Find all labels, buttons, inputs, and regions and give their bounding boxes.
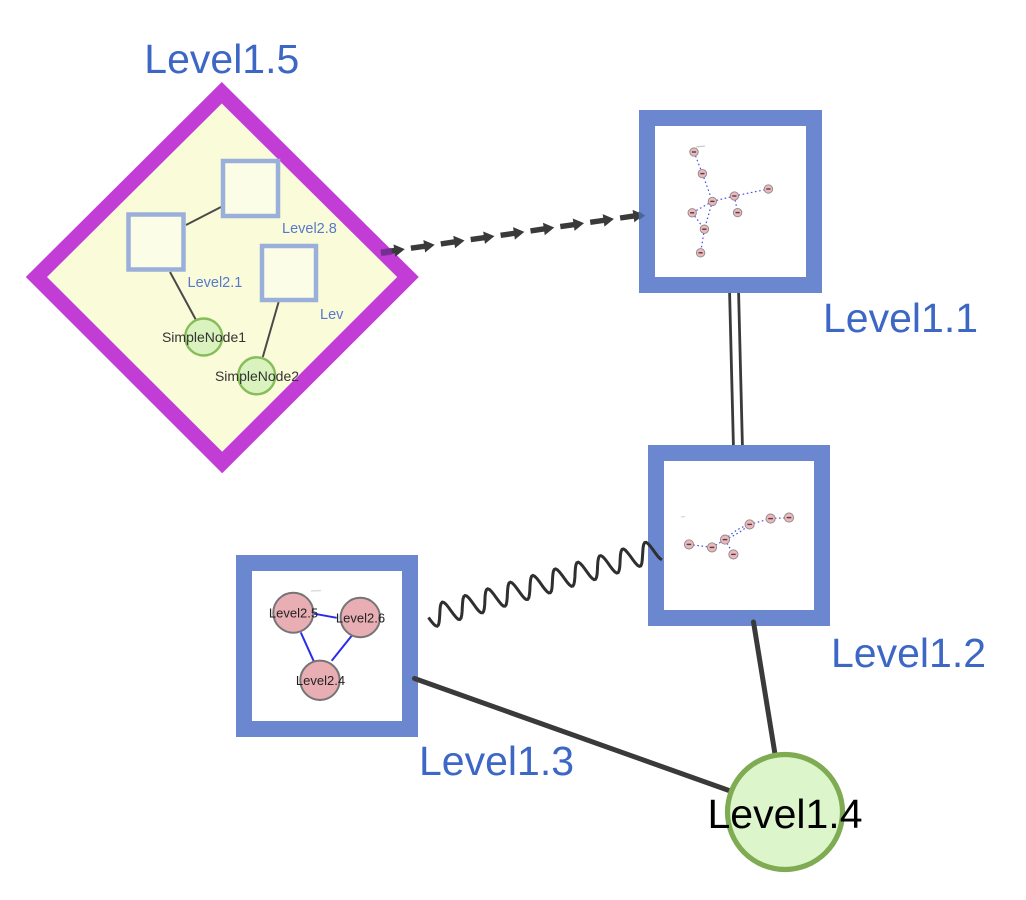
- svg-text:Level1.2: Level1.2: [831, 630, 986, 676]
- svg-text:Level2.5: Level2.5: [269, 606, 318, 621]
- svg-text:Level1.4: Level1.4: [707, 791, 862, 837]
- svg-text:Level2.8: Level2.8: [282, 221, 337, 237]
- svg-text:Level2.6: Level2.6: [336, 611, 385, 626]
- svg-text:Level1.5: Level1.5: [144, 36, 299, 82]
- svg-text:Lev: Lev: [320, 307, 344, 323]
- svg-text:SimpleNode1: SimpleNode1: [162, 329, 246, 345]
- svg-text:Level1.1: Level1.1: [823, 295, 978, 341]
- svg-text:Level2.4: Level2.4: [296, 673, 345, 688]
- svg-text:Level2.1: Level2.1: [188, 275, 243, 291]
- svg-text:Level1.3: Level1.3: [419, 738, 574, 784]
- svg-text:SimpleNode2: SimpleNode2: [215, 368, 299, 384]
